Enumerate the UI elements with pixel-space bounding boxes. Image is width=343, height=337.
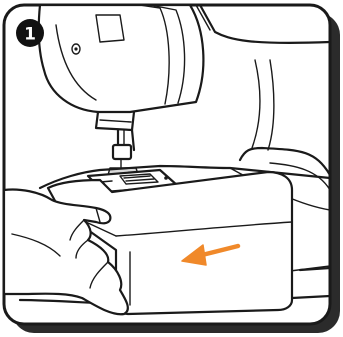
needle-clamp [113,145,131,159]
step-number-badge: 1 [16,19,44,47]
step-number-text: 1 [24,25,36,45]
